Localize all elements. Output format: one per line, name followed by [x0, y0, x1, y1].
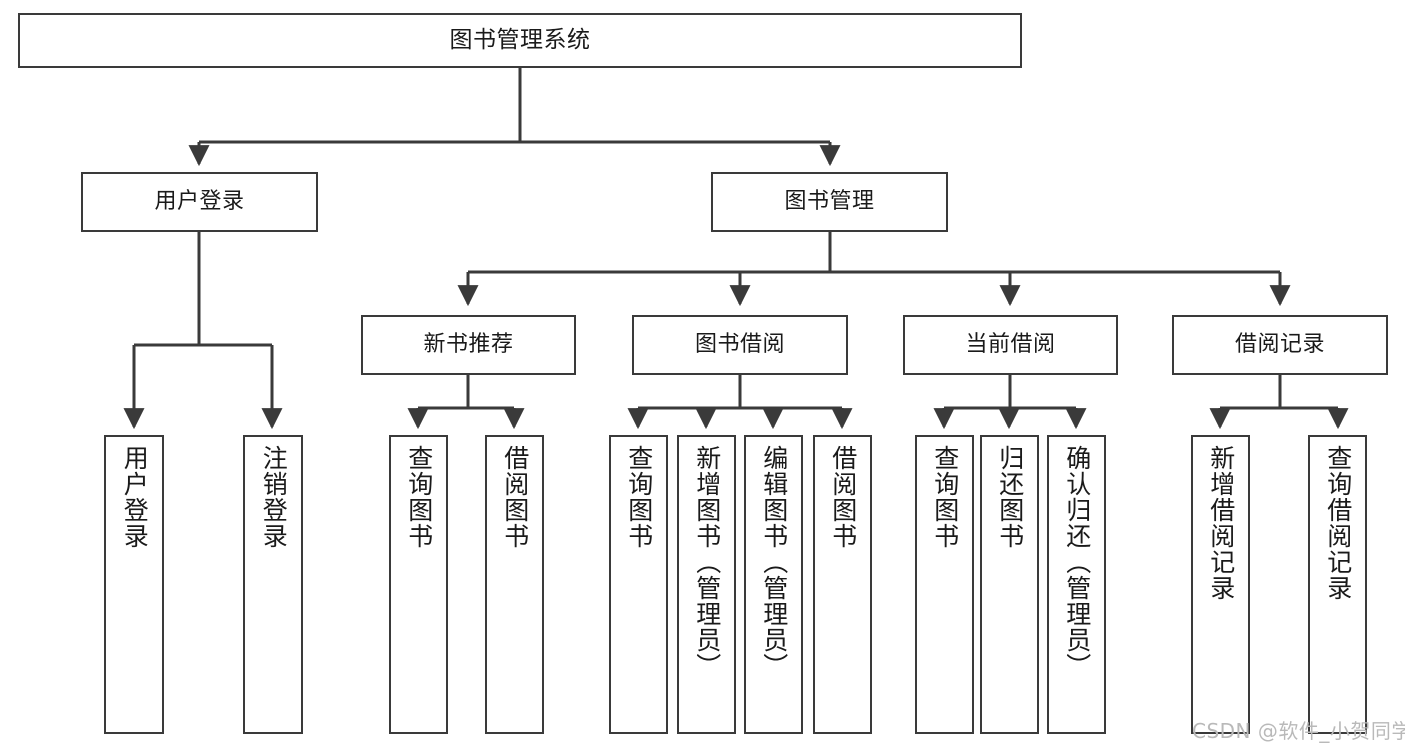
node-user-login-label: 用户登录	[154, 189, 245, 215]
node-book-management[interactable]: 图书管理	[711, 172, 948, 232]
node-borrow-record-label: 借阅记录	[1234, 332, 1325, 358]
leaf-record-add-record-label: 新增借阅记录	[1206, 445, 1236, 601]
csdn-watermark: CSDN @软件_小贺同学	[1192, 719, 1405, 743]
leaf-user-login-login[interactable]: 用户登录	[104, 435, 164, 734]
leaf-record-query-record[interactable]: 查询借阅记录	[1308, 435, 1367, 734]
node-book-borrow-label: 图书借阅	[694, 332, 785, 358]
node-borrow-record[interactable]: 借阅记录	[1172, 315, 1388, 375]
leaf-current-return-book-label: 归还图书	[995, 445, 1025, 549]
leaf-recommend-query-book-label: 查询图书	[404, 445, 434, 549]
leaf-borrow-query-book-label: 查询图书	[624, 445, 654, 549]
node-book-management-label: 图书管理	[784, 189, 875, 215]
node-current-borrow[interactable]: 当前借阅	[903, 315, 1118, 375]
leaf-recommend-query-book[interactable]: 查询图书	[389, 435, 448, 734]
leaf-record-query-record-label: 查询借阅记录	[1323, 445, 1353, 601]
node-book-borrow[interactable]: 图书借阅	[632, 315, 848, 375]
node-new-book-recommend-label: 新书推荐	[423, 332, 514, 358]
node-new-book-recommend[interactable]: 新书推荐	[361, 315, 576, 375]
leaf-borrow-edit-book-admin[interactable]: 编辑图书（管理员）	[744, 435, 803, 734]
leaf-borrow-edit-book-admin-label: 编辑图书（管理员）	[759, 445, 789, 679]
node-current-borrow-label: 当前借阅	[965, 332, 1056, 358]
leaf-current-confirm-return-admin-label: 确认归还（管理员）	[1062, 445, 1092, 679]
leaf-record-add-record[interactable]: 新增借阅记录	[1191, 435, 1250, 734]
leaf-current-return-book[interactable]: 归还图书	[980, 435, 1039, 734]
leaf-borrow-borrow-book[interactable]: 借阅图书	[813, 435, 872, 734]
leaf-borrow-borrow-book-label: 借阅图书	[828, 445, 858, 549]
leaf-borrow-add-book-admin-label: 新增图书（管理员）	[692, 445, 722, 679]
leaf-recommend-borrow-book-label: 借阅图书	[500, 445, 530, 549]
leaf-user-login-login-label: 用户登录	[120, 445, 150, 549]
leaf-borrow-add-book-admin[interactable]: 新增图书（管理员）	[677, 435, 736, 734]
leaf-recommend-borrow-book[interactable]: 借阅图书	[485, 435, 544, 734]
leaf-current-query-book[interactable]: 查询图书	[915, 435, 974, 734]
leaf-current-query-book-label: 查询图书	[930, 445, 960, 549]
leaf-user-login-logout-label: 注销登录	[259, 445, 289, 549]
node-root-label: 图书管理系统	[449, 26, 591, 53]
leaf-user-login-logout[interactable]: 注销登录	[243, 435, 303, 734]
leaf-current-confirm-return-admin[interactable]: 确认归还（管理员）	[1047, 435, 1106, 734]
node-root-book-management-system[interactable]: 图书管理系统	[18, 13, 1022, 68]
node-user-login[interactable]: 用户登录	[81, 172, 318, 232]
leaf-borrow-query-book[interactable]: 查询图书	[609, 435, 668, 734]
